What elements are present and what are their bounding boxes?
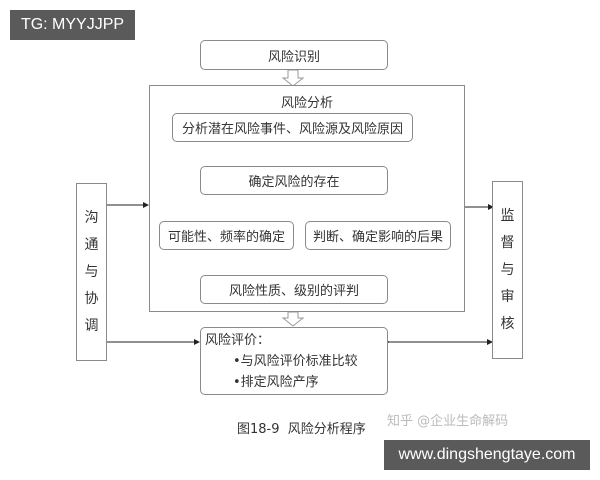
side-char: 审: [500, 288, 515, 305]
confirm-risk-label: 确定风险的存在: [248, 175, 340, 190]
arrow-down-icon: [281, 311, 305, 327]
confirm-risk-box: 确定风险的存在: [200, 166, 388, 195]
monitoring-review-box: 监 督 与 审 核: [492, 181, 523, 359]
side-char: 沟: [84, 209, 99, 226]
analyze-step-label: 分析潜在风险事件、风险源及风险原因: [181, 122, 403, 137]
impact-label: 判断、确定影响的后果: [312, 230, 443, 245]
risk-evaluation-box: 风险评价： •与风险评价标准比较 •排定风险产序: [200, 327, 388, 395]
side-char: 通: [84, 236, 99, 253]
figure-caption: 图18-9 风险分析程序: [237, 422, 366, 437]
evaluation-bullet: •与风险评价标准比较: [233, 354, 358, 369]
risk-rating-label: 风险性质、级别的评判: [228, 284, 359, 299]
side-char: 调: [84, 317, 99, 334]
side-char: 监: [500, 207, 515, 224]
impact-box: 判断、确定影响的后果: [305, 221, 451, 250]
risk-identification-box: 风险识别: [200, 40, 388, 70]
side-char: 协: [84, 290, 99, 307]
watermark-tag-bottom: www.dingshengtaye.com: [384, 440, 590, 470]
watermark-tag-top: TG: MYYJJPP: [10, 10, 135, 40]
risk-evaluation-title: 风险评价：: [205, 333, 271, 348]
side-char: 核: [500, 315, 515, 332]
side-char: 与: [84, 263, 99, 280]
likelihood-box: 可能性、频率的确定: [159, 221, 294, 250]
risk-analysis-title: 风险分析: [280, 96, 333, 111]
risk-rating-box: 风险性质、级别的评判: [200, 275, 388, 304]
evaluation-bullet: •排定风险产序: [233, 375, 319, 390]
risk-identification-label: 风险识别: [267, 49, 320, 65]
side-char: 督: [500, 234, 515, 251]
likelihood-label: 可能性、频率的确定: [167, 230, 285, 245]
analyze-step-box: 分析潜在风险事件、风险源及风险原因: [172, 113, 413, 142]
arrow-down-icon: [281, 69, 305, 87]
side-char: 与: [500, 261, 515, 278]
communication-coordination-box: 沟 通 与 协 调: [76, 183, 107, 361]
zhihu-credit: 知乎 @企业生命解码: [387, 414, 509, 429]
